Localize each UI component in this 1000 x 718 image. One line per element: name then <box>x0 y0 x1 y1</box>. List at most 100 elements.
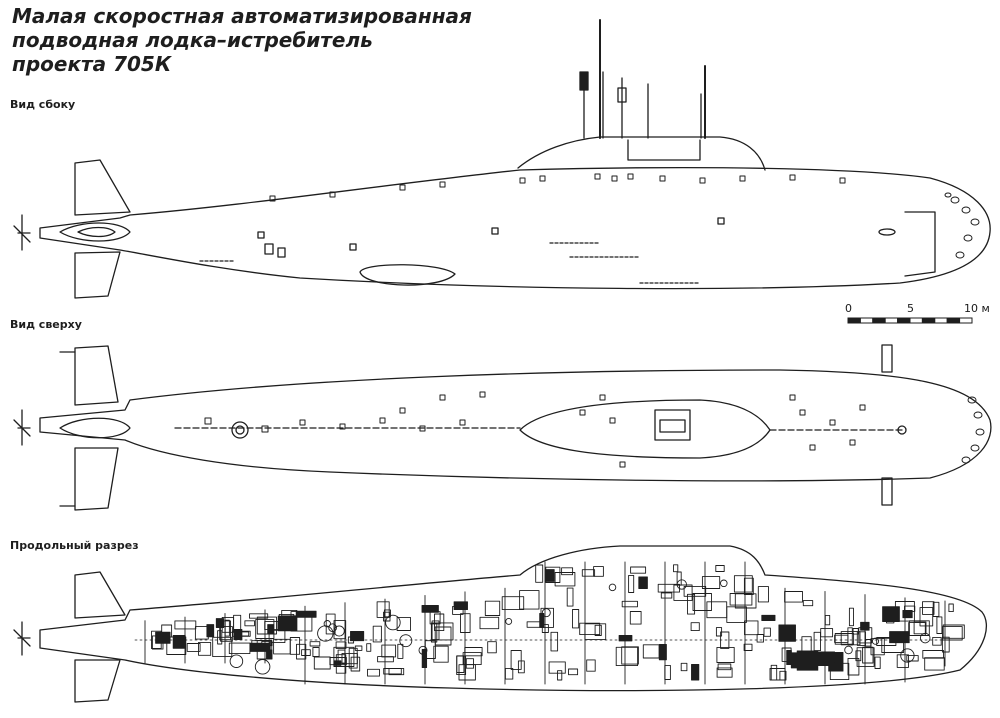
equipment-block <box>381 644 397 658</box>
equipment-block <box>255 619 275 639</box>
equipment-block <box>464 647 483 657</box>
equipment-block <box>561 567 574 576</box>
equipment-block <box>510 650 522 670</box>
equipment-block <box>941 636 950 653</box>
equipment-block <box>313 656 331 670</box>
equipment-block <box>430 622 454 641</box>
equipment-block <box>729 593 753 606</box>
equipment-block <box>856 647 875 667</box>
equipment-block <box>479 616 500 630</box>
equipment-block <box>906 655 919 662</box>
equipment-block <box>820 628 834 638</box>
equipment-block <box>855 650 862 662</box>
equipment-block <box>802 600 814 607</box>
equipment-block <box>757 586 769 603</box>
equipment-block <box>936 616 943 634</box>
equipment-block <box>919 607 934 627</box>
equipment-block <box>460 613 471 633</box>
equipment-block <box>664 664 671 680</box>
equipment-block <box>372 625 382 643</box>
equipment-block <box>233 628 243 641</box>
equipment-block <box>586 659 596 672</box>
equipment-tank <box>844 645 853 655</box>
equipment-block <box>876 637 897 646</box>
scale-bar-graphic <box>847 317 973 324</box>
equipment-block <box>824 614 831 626</box>
equipment-block <box>834 633 855 645</box>
equipment-block <box>716 667 733 678</box>
equipment-block <box>456 655 467 676</box>
equipment-block <box>568 668 579 676</box>
equipment-tank <box>323 620 331 628</box>
equipment-block <box>557 670 563 681</box>
equipment-block <box>763 627 771 637</box>
equipment-block <box>638 576 648 589</box>
equipment-block <box>433 645 449 663</box>
equipment-block <box>301 649 311 656</box>
equipment-block <box>396 616 411 631</box>
equipment-block <box>720 631 730 649</box>
equipment-block <box>224 619 230 637</box>
equipment-block <box>796 650 819 671</box>
equipment-block <box>922 650 944 659</box>
scale-bar: 0 5 10 м <box>845 302 995 332</box>
equipment-block <box>896 654 909 668</box>
equipment-block <box>706 601 728 619</box>
equipment-tank <box>418 645 428 655</box>
equipment-block <box>335 641 347 649</box>
equipment-block <box>615 646 639 667</box>
equipment-block <box>526 621 544 628</box>
equipment-block <box>487 641 497 654</box>
equipment-block <box>690 622 700 632</box>
equipment-block <box>151 635 164 650</box>
equipment-block <box>658 643 667 661</box>
equipment-block <box>277 615 298 632</box>
equipment-block <box>673 584 693 601</box>
equipment-block <box>550 631 559 652</box>
equipment-block <box>687 593 696 615</box>
scale-label-5: 5 <box>907 302 914 315</box>
equipment-block <box>434 626 452 646</box>
equipment-block <box>572 609 580 629</box>
equipment-block <box>692 593 712 611</box>
equipment-block <box>734 593 757 609</box>
equipment-block <box>786 649 792 666</box>
equipment-block <box>629 611 642 625</box>
equipment-block <box>421 648 428 669</box>
equipment-block <box>535 564 544 583</box>
equipment-block <box>348 647 358 669</box>
title-line-3: проекта 705К <box>12 52 172 76</box>
equipment-block <box>312 647 320 657</box>
equipment-block <box>743 577 754 595</box>
equipment-block <box>769 668 786 681</box>
scale-segments <box>847 317 973 324</box>
equipment-block <box>540 607 554 628</box>
equipment-block <box>517 660 525 674</box>
equipment-tank <box>541 608 551 618</box>
equipment-block <box>642 644 660 659</box>
title-line-2: подводная лодка–истребитель <box>12 28 373 52</box>
equipment-block <box>680 662 688 672</box>
equipment-block <box>942 626 963 641</box>
section-view-hull <box>13 545 987 703</box>
equipment-block <box>337 649 346 664</box>
equipment-block <box>266 649 273 660</box>
equipment-block <box>244 620 255 627</box>
drawing-title: Малая скоростная автоматизированная подв… <box>12 4 532 76</box>
equipment-block <box>296 643 307 660</box>
equipment-block <box>829 662 850 681</box>
equipment-block <box>717 663 732 671</box>
equipment-block <box>217 630 223 645</box>
equipment-block <box>932 601 940 617</box>
equipment-block <box>465 658 474 669</box>
equipment-block <box>924 657 945 671</box>
equipment-block <box>932 636 942 646</box>
scale-segment <box>959 317 973 324</box>
equipment-block <box>584 623 607 641</box>
equipment-block <box>309 641 321 647</box>
equipment-block <box>621 646 639 665</box>
equipment-block <box>784 591 803 603</box>
scale-label-0: 0 <box>845 302 852 315</box>
equipment-block <box>452 605 464 615</box>
